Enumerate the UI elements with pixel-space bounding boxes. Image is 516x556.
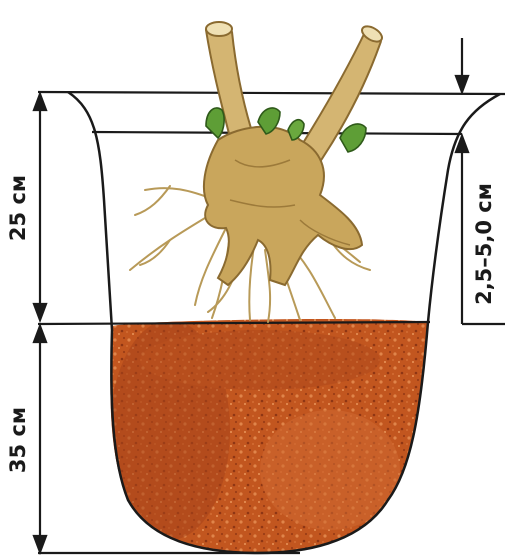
rhizome-body bbox=[204, 127, 362, 285]
bud-3 bbox=[340, 124, 366, 152]
right-dimension-arrows bbox=[456, 38, 468, 324]
bud-4 bbox=[288, 120, 304, 140]
soil-layer bbox=[110, 319, 428, 553]
top-layer-label: 25 см bbox=[6, 175, 30, 241]
bottom-layer-label: 35 см bbox=[6, 407, 30, 473]
peony-rhizome bbox=[130, 22, 385, 322]
ground-level-line bbox=[38, 92, 505, 94]
planting-depth-label: 2,5–5,0 см bbox=[472, 183, 496, 305]
